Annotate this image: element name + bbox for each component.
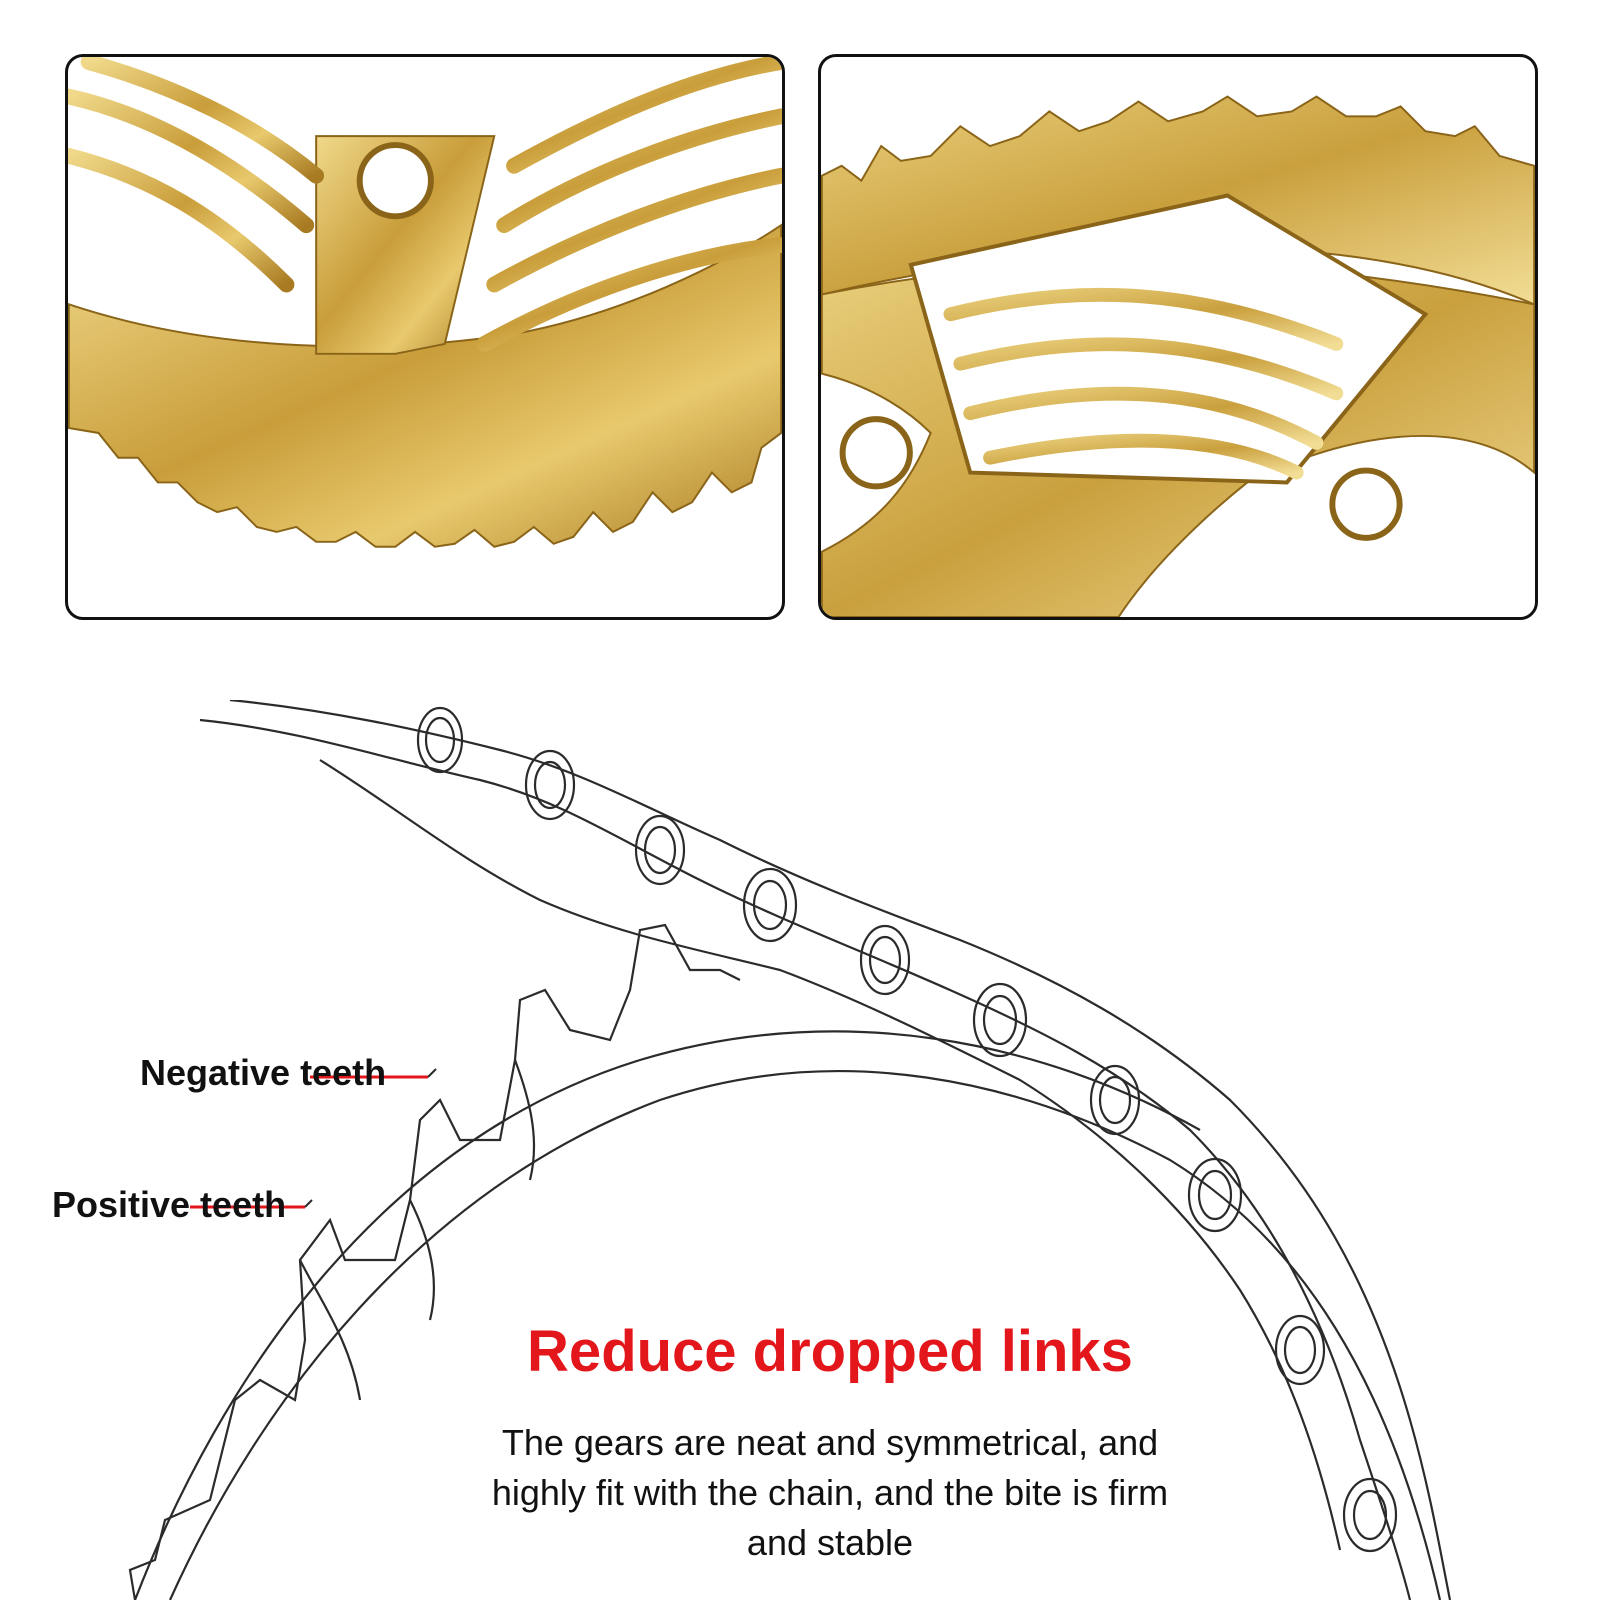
description-text: The gears are neat and symmetrical, and … bbox=[491, 1422, 1169, 1563]
photo-panel-chainring-spider bbox=[65, 54, 785, 620]
negative-teeth-label: Negative teeth bbox=[140, 1052, 387, 1093]
gold-chainring-illustration-right bbox=[821, 95, 1535, 617]
chain-sprocket-line-drawing bbox=[128, 700, 1452, 1600]
gold-chainring-illustration-left bbox=[68, 57, 782, 548]
positive-teeth-label: Positive teeth bbox=[52, 1184, 287, 1225]
photo-panel-chainring-teeth bbox=[818, 54, 1538, 620]
headline: Reduce dropped links bbox=[527, 1319, 1133, 1384]
